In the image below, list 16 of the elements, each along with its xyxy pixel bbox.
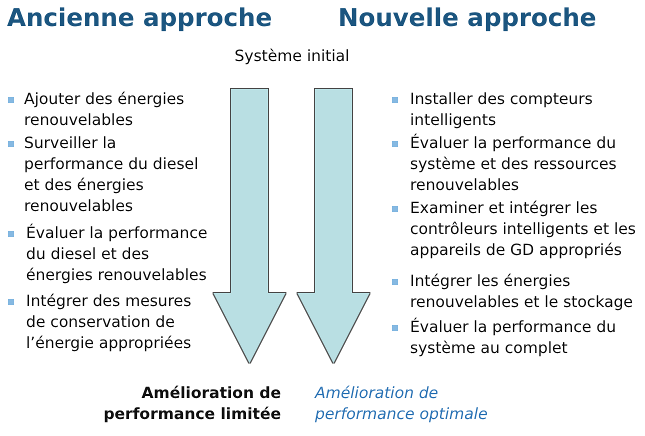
- block-arrow: [298, 89, 370, 363]
- block-arrow: [214, 89, 286, 363]
- list-item-text: Installer des compteurs intelligents: [410, 89, 594, 131]
- list-item-text: Intégrer des mesures de conservation de l’énergie appropriées: [26, 291, 192, 354]
- list-item-text: Évaluer la performance du système et des ressources renouvelables: [410, 133, 618, 196]
- list-item-text: Ajouter des énergies renouvelables: [24, 89, 186, 131]
- list-item-text: Examiner et intégrer les contrôleurs intelligents et les appareils de GD appropriés: [410, 198, 637, 261]
- outcome-text: Amélioration de performance limitée: [95, 383, 281, 425]
- list-item-text: Évaluer la performance du diesel et des énergies renouvelables: [26, 223, 208, 286]
- column-heading: Nouvelle approche: [338, 3, 596, 33]
- start-text: Système initial: [234, 46, 350, 67]
- outcome-text: Amélioration de performance optimale: [315, 383, 501, 425]
- column-heading: Ancienne approche: [7, 3, 272, 33]
- list-item-text: Surveiller la performance du diesel et des énergies renouvelables: [24, 133, 200, 217]
- list-item-text: Intégrer les énergies renouvelables et le stockage: [410, 271, 634, 313]
- list-item-text: Évaluer la performance du système au complet: [410, 317, 618, 359]
